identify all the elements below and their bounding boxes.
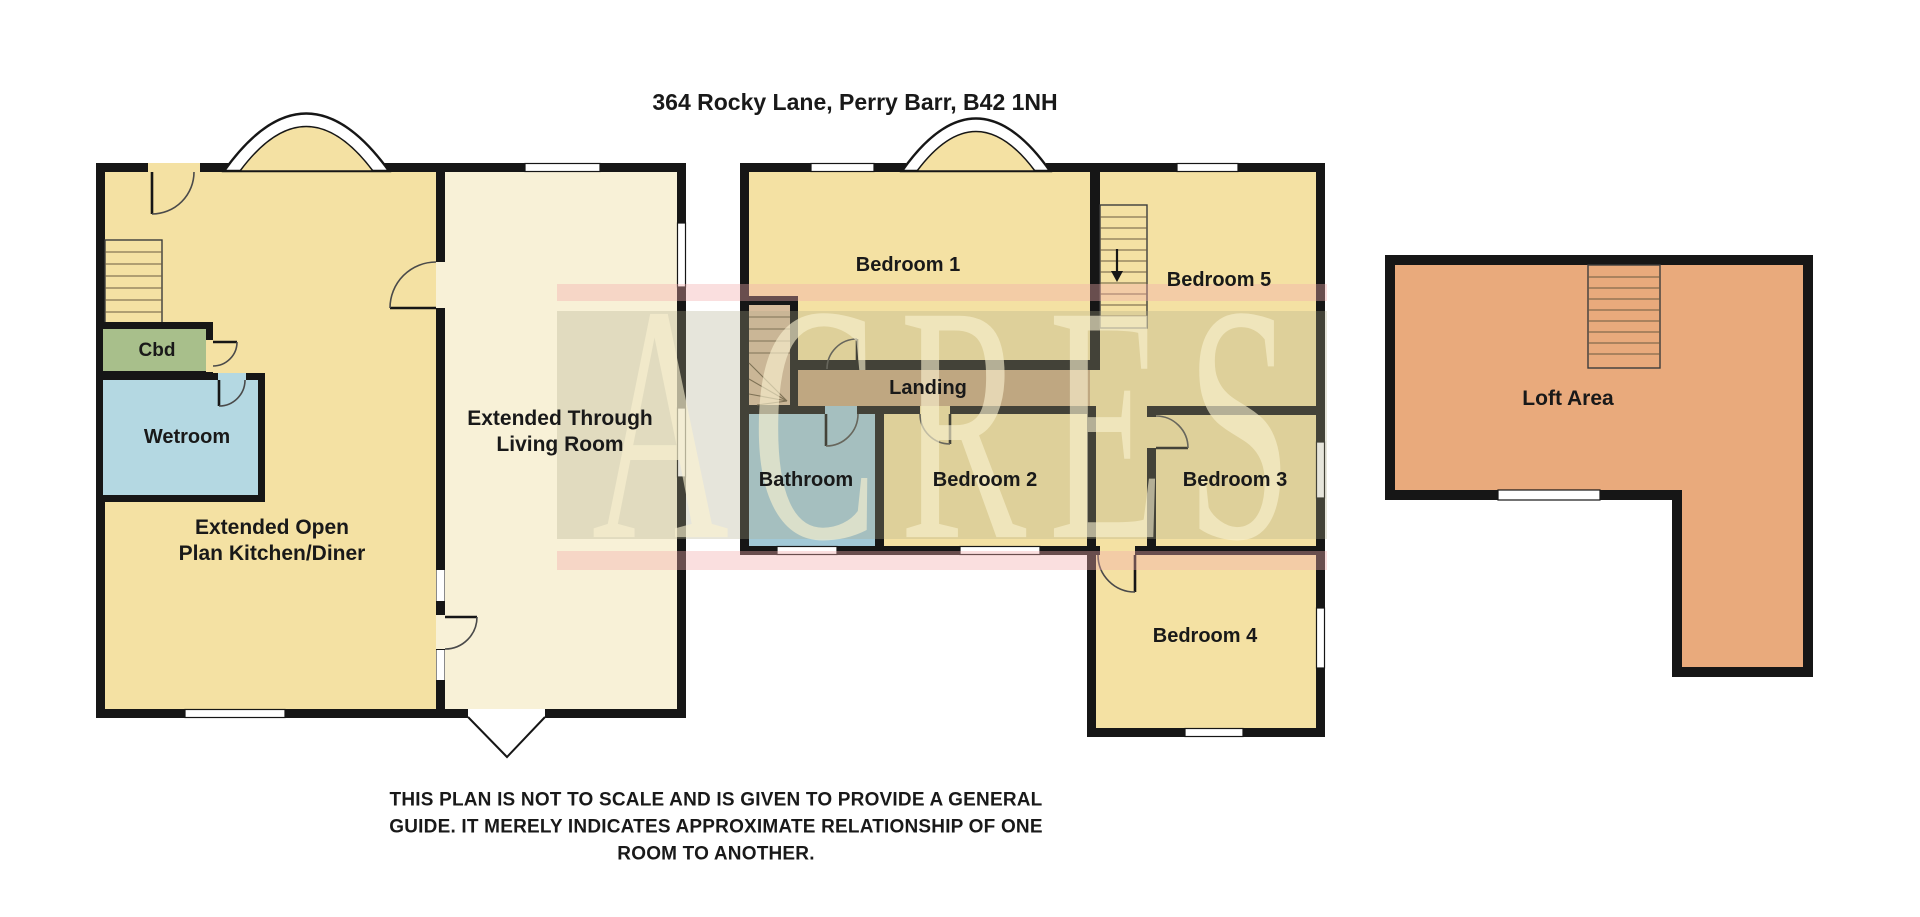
loft-plan [1385, 255, 1813, 677]
door-kitchen-living-upper [389, 261, 445, 310]
winder-stairs-area [749, 305, 790, 405]
ground-windows [184, 162, 687, 719]
door-bedroom1 [826, 338, 859, 370]
cbd-room [96, 322, 238, 378]
door-ground-top-left [148, 163, 200, 215]
door-bedroom3 [1147, 415, 1189, 450]
entrance-door-v [467, 709, 546, 759]
loft-window [1497, 489, 1601, 501]
door-kitchen-living-lower [436, 615, 478, 650]
living-room [445, 172, 677, 709]
bedroom4-room [1096, 555, 1316, 728]
bay-window-first [899, 117, 1053, 173]
bedroom2-room [884, 414, 1087, 546]
ground-floor-plan [96, 112, 687, 759]
loft-staircase [1587, 264, 1661, 369]
loft-access-staircase [1099, 204, 1148, 329]
landing-room [798, 370, 1090, 406]
corridor [1090, 370, 1147, 546]
first-floor-plan [740, 117, 1326, 738]
bedroom1-room [749, 172, 1090, 360]
bathroom-room [749, 414, 875, 546]
stair-direction-arrow [1111, 249, 1123, 282]
winder-staircase [748, 316, 790, 406]
first-windows [776, 162, 1326, 738]
door-bedroom4 [1097, 546, 1137, 593]
bay-window-ground [221, 112, 392, 173]
loft-room [1395, 265, 1803, 667]
door-bathroom [824, 406, 859, 447]
door-bedroom2 [919, 406, 952, 445]
wetroom-room [96, 373, 265, 502]
bedroom5-room [1100, 172, 1316, 406]
bedroom3-room [1156, 415, 1316, 546]
first-internal-walls [740, 163, 1316, 546]
